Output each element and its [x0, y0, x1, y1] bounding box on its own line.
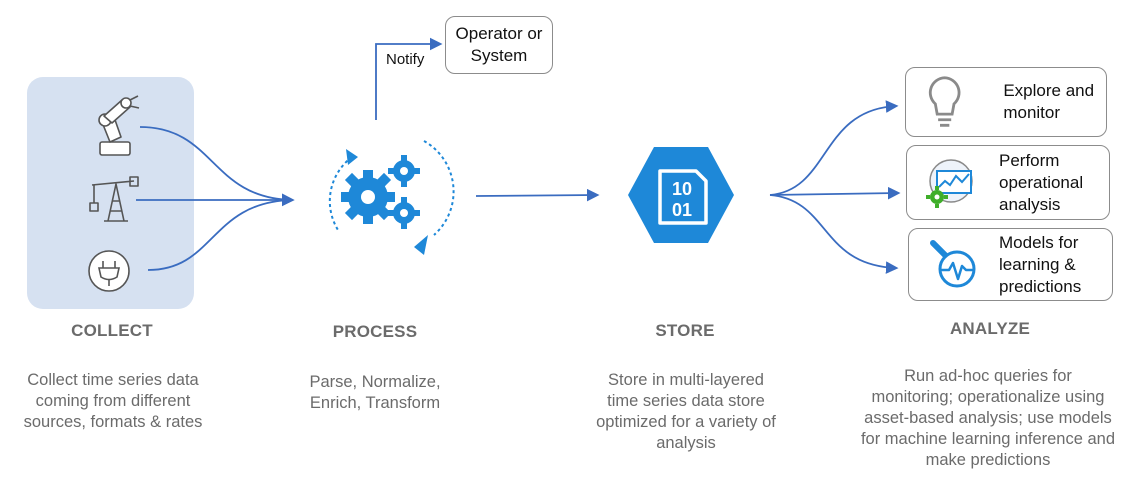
binary-text-bottom: 01	[672, 200, 692, 220]
process-description: Parse, Normalize, Enrich, Transform	[309, 373, 441, 412]
store-title: STORE	[655, 321, 715, 340]
pulse-magnifier-icon	[930, 239, 976, 287]
perform-label: Perform operational analysis	[999, 150, 1084, 214]
perform-node: Perform operational analysis	[906, 145, 1110, 220]
binary-text-top: 10	[672, 179, 692, 199]
analyze-title: ANALYZE	[949, 319, 1031, 338]
lightbulb-icon	[928, 76, 961, 127]
gears-icon	[328, 140, 455, 255]
collect-description: Collect time series data coming from dif…	[23, 371, 203, 431]
arrow-store-to-explore	[769, 100, 899, 196]
models-node: Models for learning & predictions	[908, 228, 1113, 301]
models-label: Models for learning & predictions	[999, 232, 1082, 296]
arrow-store-to-models	[769, 194, 899, 274]
arrow-store-to-perform	[769, 186, 901, 200]
arrow-notify	[375, 37, 443, 120]
arrow-process-to-store	[475, 188, 600, 202]
power-plug-icon	[88, 250, 130, 292]
explore-node: Explore and monitor	[905, 67, 1107, 137]
arrow-robot-to-process	[139, 126, 295, 207]
oil-pump-icon	[89, 176, 139, 222]
chart-gear-icon	[926, 158, 973, 208]
explore-label: Explore and monitor	[1003, 81, 1095, 122]
binary-hexagon-icon: 10 01	[628, 147, 734, 243]
collect-title: COLLECT	[71, 321, 153, 340]
store-description: Store in multi-layered time series data …	[596, 371, 776, 452]
notify-label: Notify	[386, 51, 425, 68]
operator-node: Operator or System	[445, 16, 553, 74]
operator-label: Operator or System	[455, 24, 543, 65]
analyze-description: Run ad-hoc queries for monitoring; opera…	[860, 367, 1116, 469]
process-title: PROCESS	[332, 322, 418, 341]
arrow-plug-to-process	[147, 199, 293, 271]
robot-arm-icon	[98, 95, 140, 156]
